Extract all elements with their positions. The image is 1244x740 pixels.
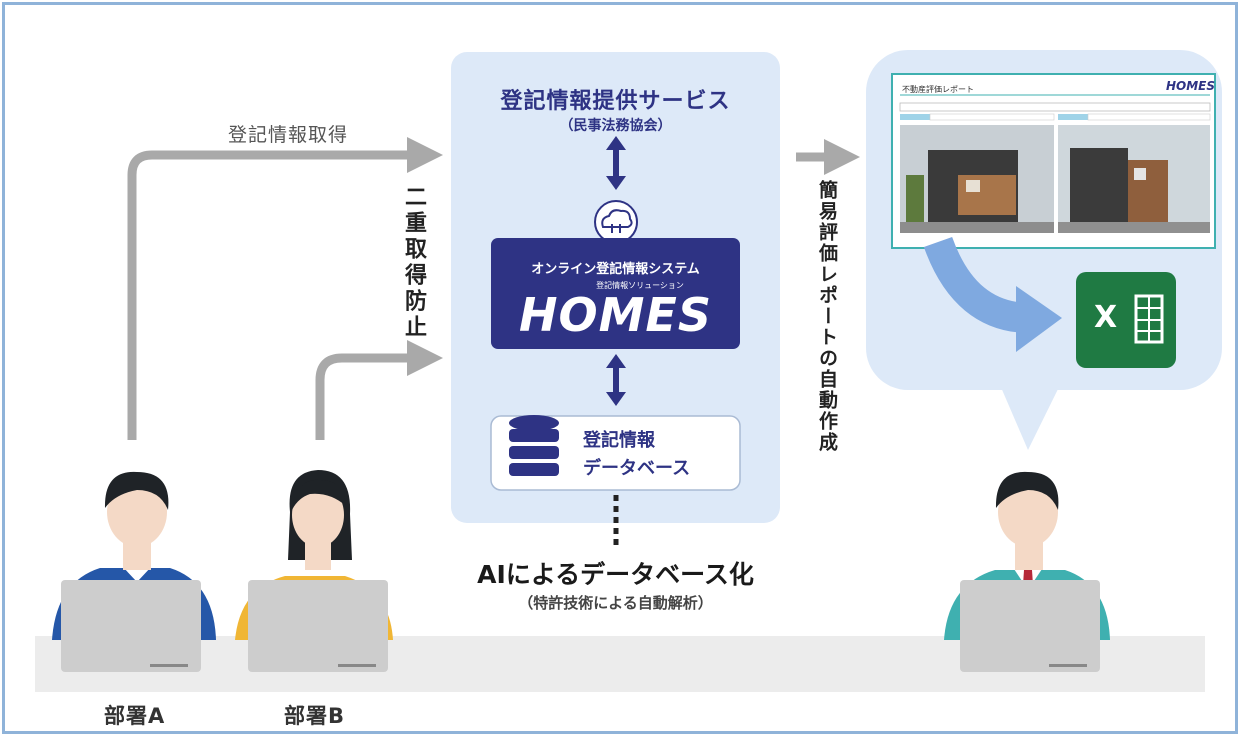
department-a-label: 部署A xyxy=(104,704,166,728)
house-photo-2 xyxy=(1058,125,1210,233)
person-report-user xyxy=(944,471,1110,672)
double-arrow-top xyxy=(606,136,626,190)
excel-letter: X xyxy=(1094,300,1118,335)
ai-title: AIによるデータベース化 xyxy=(477,560,754,589)
service-subtitle: （民事法務協会） xyxy=(559,118,672,134)
person-b xyxy=(235,470,393,672)
database-label-1: 登記情報 xyxy=(583,430,655,451)
report-title: 不動産評価レポート xyxy=(902,85,974,94)
person-a xyxy=(52,471,216,672)
excel-icon xyxy=(1076,272,1176,368)
homes-system-box xyxy=(491,238,740,349)
database-label-2: データベース xyxy=(583,458,691,479)
report-logo: HOMES xyxy=(1166,79,1216,93)
ai-subtitle: （特許技術による自動解析） xyxy=(518,594,713,612)
house-photo-1 xyxy=(900,125,1054,233)
department-b-label: 部署B xyxy=(284,704,346,728)
service-title: 登記情報提供サービス xyxy=(500,89,731,114)
cloud-icon xyxy=(594,200,638,244)
acquire-arrow xyxy=(127,137,443,440)
report-bubble-tail xyxy=(1000,385,1060,450)
report-auto-label: 簡易評価レポートの自動作成 xyxy=(816,180,838,453)
system-tagline: 登記情報ソリューション xyxy=(596,281,684,290)
database-icon xyxy=(509,415,559,476)
double-arrow-bottom xyxy=(606,354,626,406)
homes-logo: HOMES xyxy=(519,288,712,342)
duplicate-prevention-label: 二重取得防止 xyxy=(401,185,426,341)
system-name: オンライン登記情報システム xyxy=(531,262,700,277)
acquire-label: 登記情報取得 xyxy=(228,124,349,146)
duplicate-arrow xyxy=(315,340,443,440)
